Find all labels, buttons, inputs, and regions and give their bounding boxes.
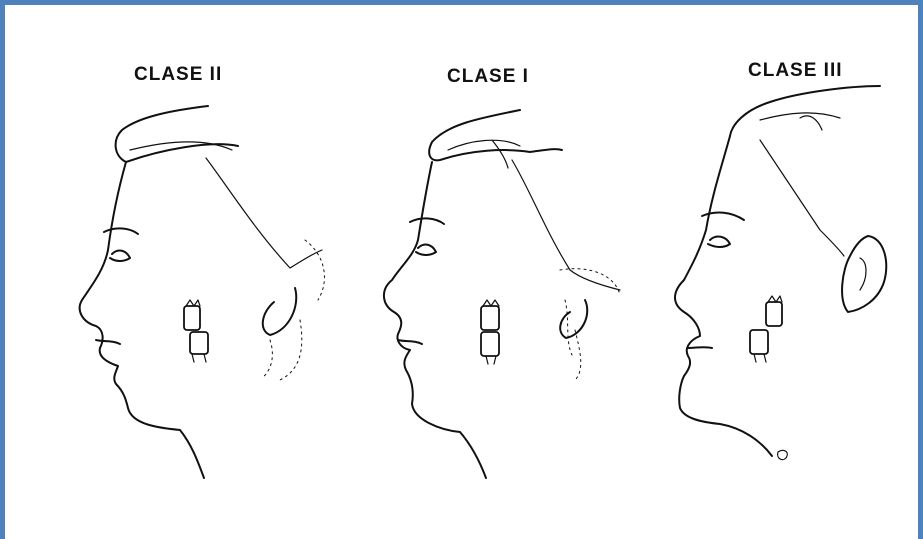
ear	[263, 288, 297, 335]
mouth	[688, 347, 712, 348]
ear	[560, 300, 587, 338]
hair-strands	[760, 113, 844, 256]
neck-mark	[778, 450, 788, 459]
face-profile	[675, 136, 772, 456]
hair-outline	[730, 86, 880, 136]
eye	[708, 237, 730, 247]
mouth	[96, 340, 120, 344]
profile-clase-1	[384, 110, 620, 478]
eye	[110, 251, 130, 261]
hair-strands	[448, 140, 620, 290]
ear	[842, 236, 886, 312]
mouth	[398, 340, 422, 344]
eyebrow	[104, 228, 138, 234]
hair-outline	[429, 110, 562, 160]
molars-diagram	[184, 300, 208, 362]
hair-back	[262, 240, 324, 380]
face-profile	[384, 162, 486, 478]
eye	[416, 245, 436, 255]
hair-back	[560, 269, 620, 380]
molars-diagram	[481, 300, 499, 364]
profile-clase-3	[675, 86, 886, 460]
ear-inner	[860, 258, 866, 290]
molars-diagram	[750, 296, 782, 362]
profile-clase-2	[80, 106, 325, 478]
eyebrow	[410, 218, 444, 224]
hair-strands	[130, 142, 322, 268]
hair-outline	[116, 106, 238, 162]
